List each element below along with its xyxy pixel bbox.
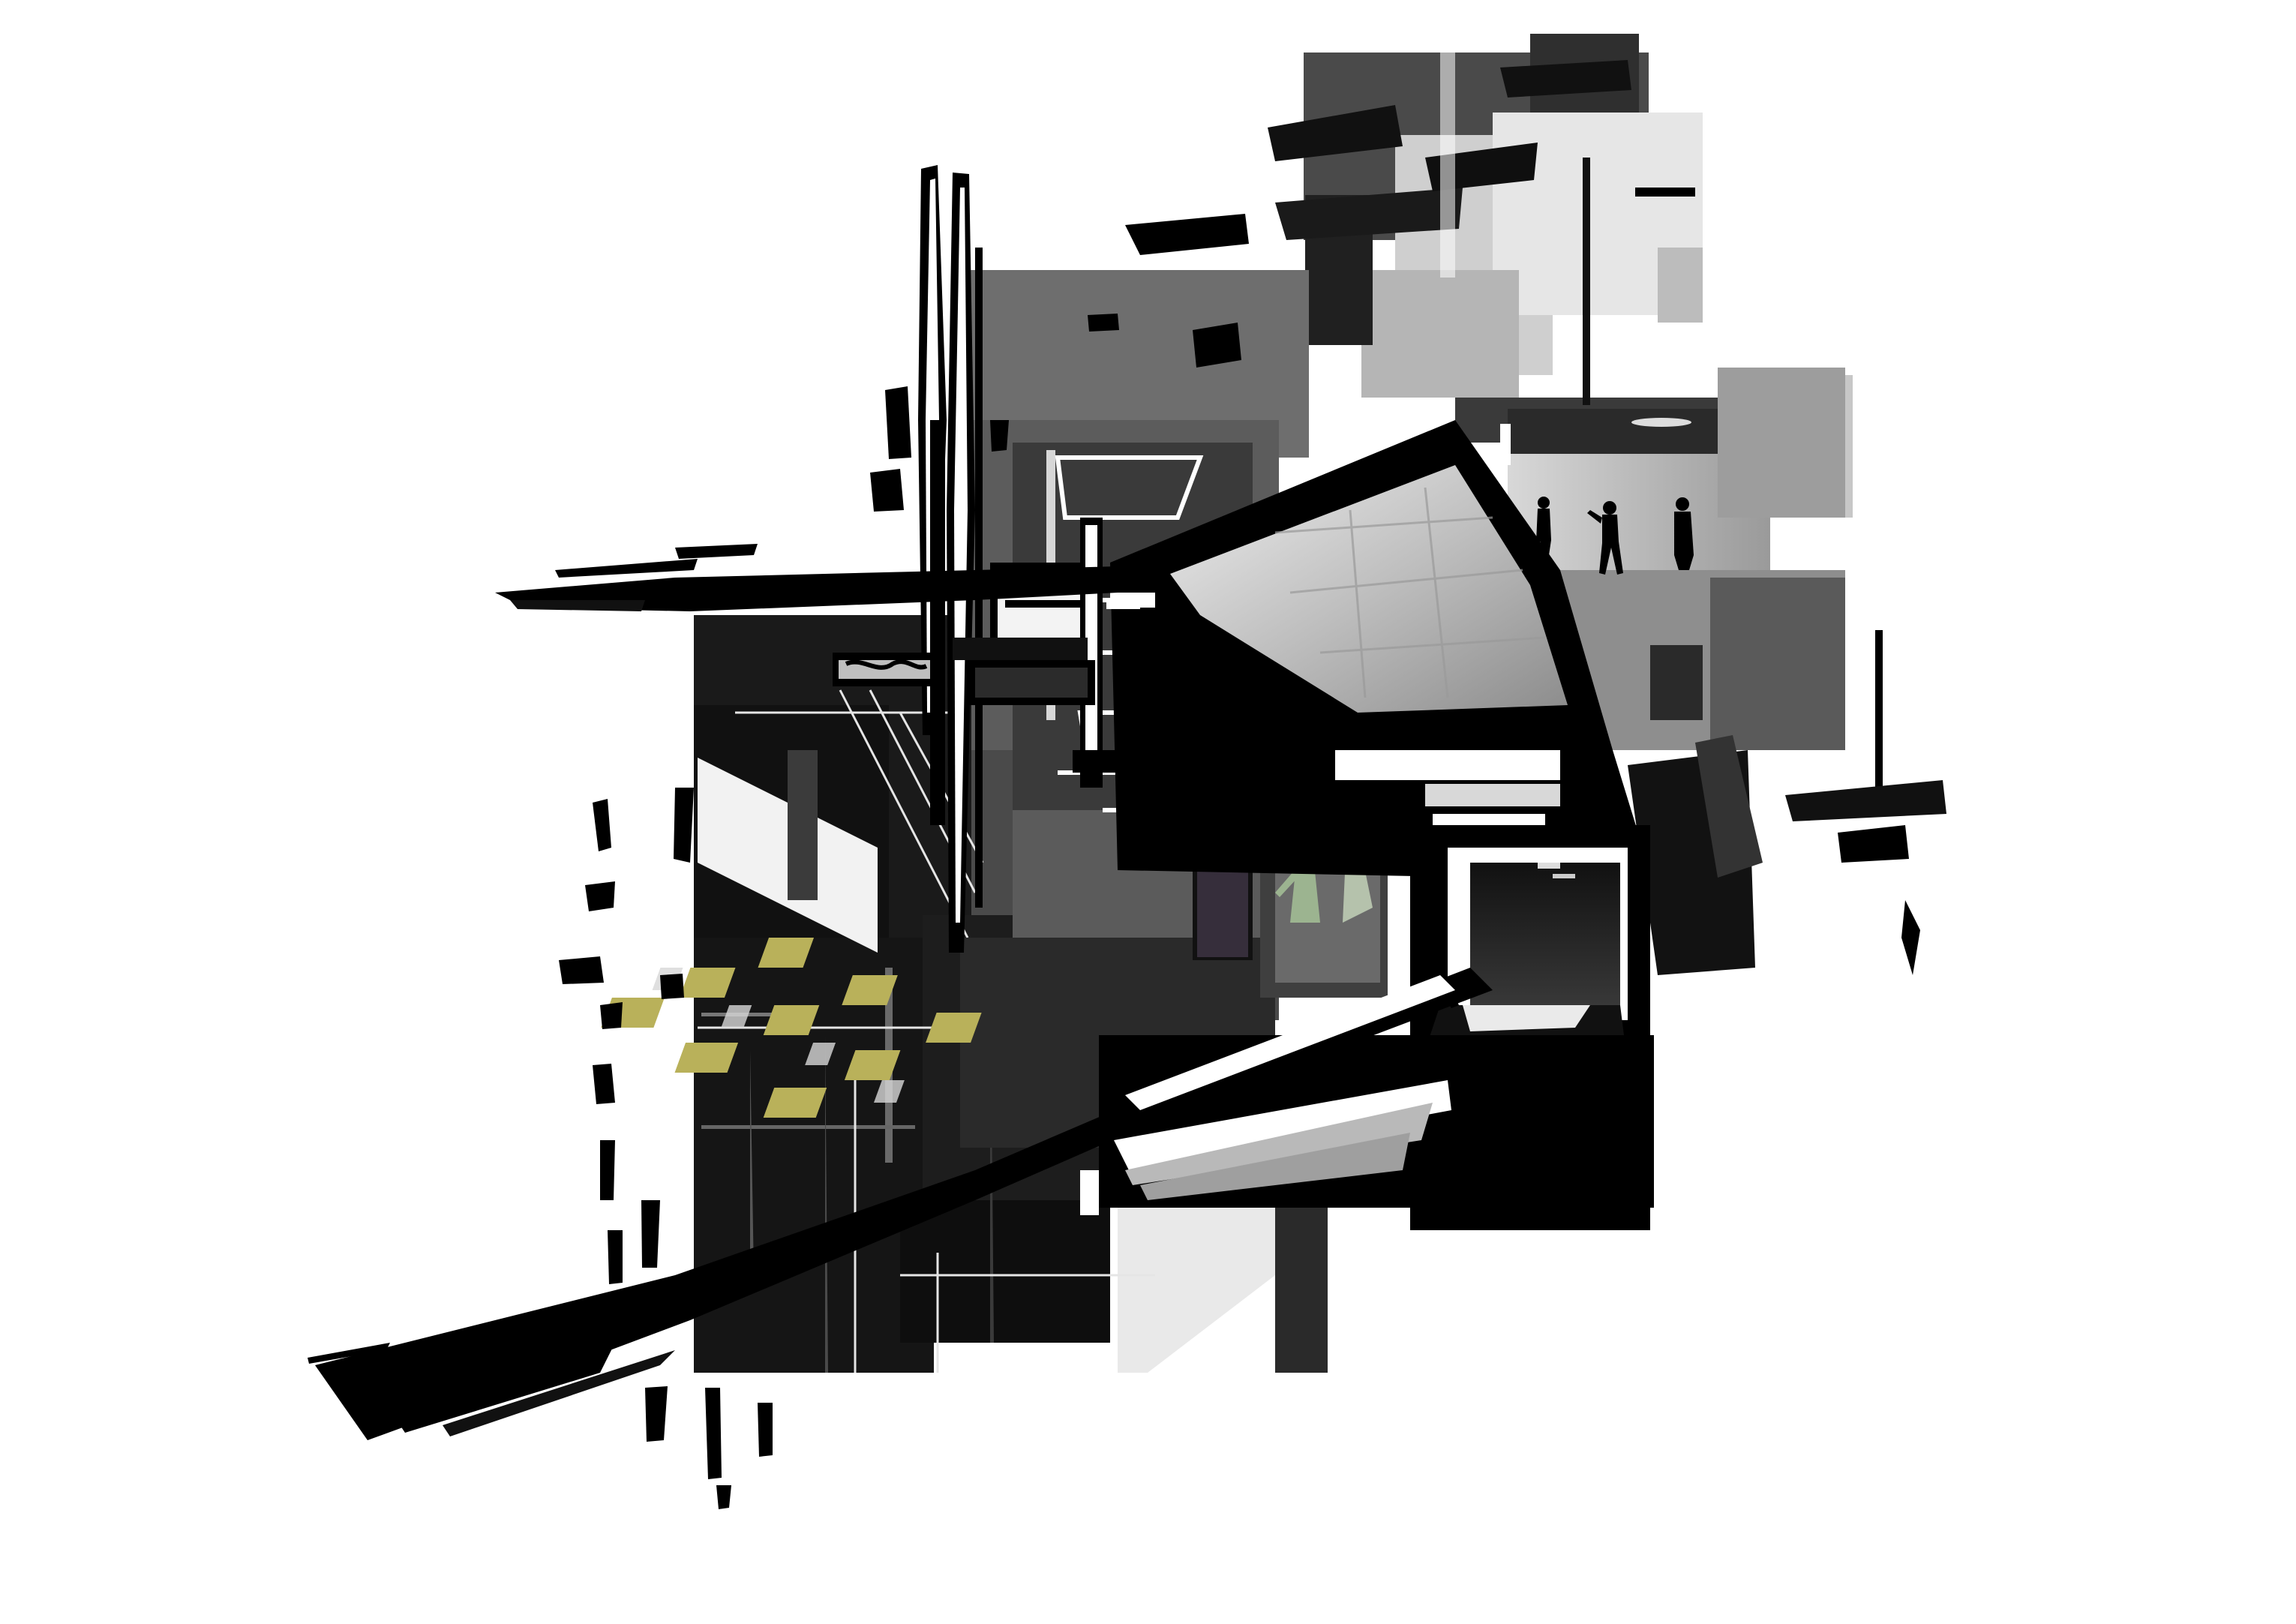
left-paint-marks — [559, 788, 773, 1509]
upper-left-marks — [870, 314, 1241, 512]
lower-floor-panel — [1099, 1035, 1654, 1208]
plaza-people — [1536, 497, 1694, 575]
highlight-bars — [1106, 424, 1511, 609]
scaffold-lines — [698, 689, 1155, 1373]
person-figure-2 — [1587, 501, 1623, 575]
diagonal-brush-stroke — [308, 968, 1493, 1440]
person-figure-3 — [1674, 497, 1694, 570]
main-corridor-frame — [1110, 420, 1643, 878]
horizontal-brush-stroke — [495, 544, 1118, 611]
